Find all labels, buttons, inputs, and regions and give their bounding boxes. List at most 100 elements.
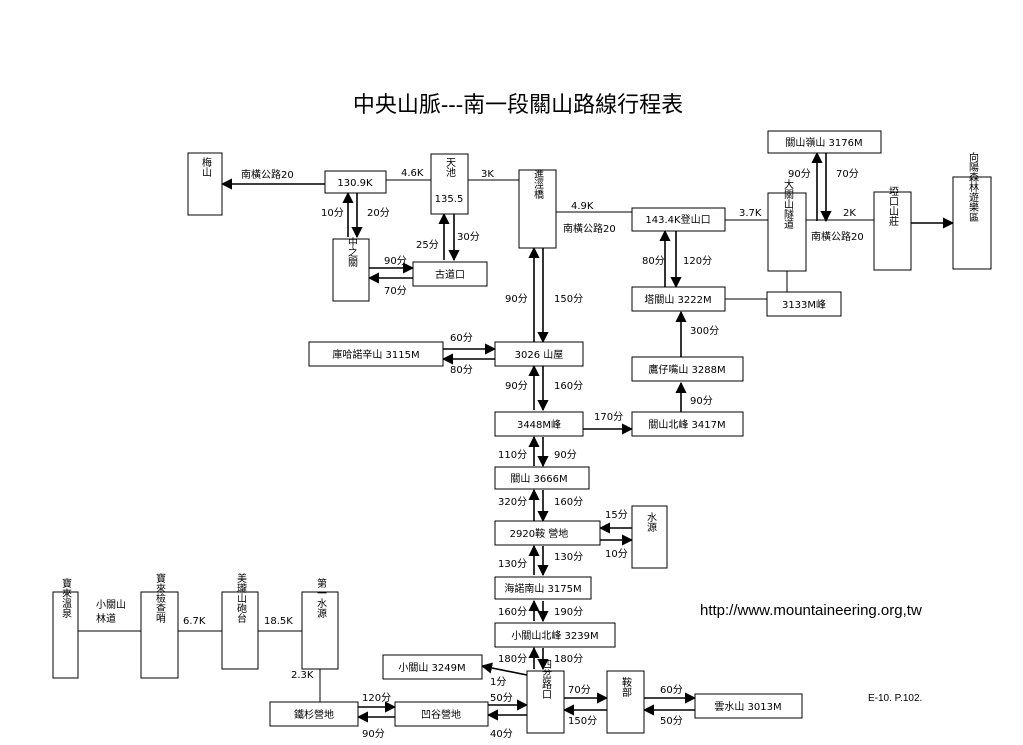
label-t90d: 90分 [690,395,713,407]
label-t15: 15分 [605,509,628,521]
connections [78,151,955,723]
node-taguanshan [631,286,726,312]
label-t40: 40分 [490,728,513,740]
label-t30: 30分 [457,231,480,243]
node-tieshan-camp [269,701,359,727]
node-guanshanling-label: 關山嶺山 3176M [785,137,862,149]
node-xiaoguan-north-label: 小關山北峰 3239M [511,630,598,642]
label-road-a: 南橫公路20 [241,168,294,181]
node-aogu-camp [394,701,489,727]
node-gudaokou [412,261,488,287]
node-taguanshan-label: 塔關山 3222M [644,293,711,306]
label-t80b: 80分 [450,364,473,376]
node-hut3026 [494,341,584,367]
label-t90f: 90分 [554,449,577,461]
label-t120b: 120分 [362,692,391,704]
node-yunshui-label: 雲水山 3013M [714,701,781,713]
node-baolai-spring-label: 寶來溫泉 [60,577,72,618]
label-t90e: 90分 [505,380,528,392]
label-t90a: 90分 [788,168,811,180]
node-sicha-label: 四岔路口 [540,659,552,699]
label-t60b: 60分 [660,684,683,696]
label-t190: 190分 [554,606,583,618]
node-meilong-fort-label: 美瓏山砲台 [235,572,247,624]
label-xiaoguan-trail-1: 小關山 [96,599,126,611]
node-aogu-camp-label: 凹谷營地 [421,708,461,721]
label-18-5k: 18.5K [264,616,293,627]
node-water1-label: 水源 [645,512,657,533]
node-zhongzhiguan [332,238,370,302]
label-t70a: 70分 [836,168,859,180]
label-t170: 170分 [594,411,623,423]
label-2-3k: 2.3K [291,670,314,681]
node-camp2920-label: 2920鞍 營地 [510,527,569,540]
label-t300: 300分 [690,325,719,337]
node-sicha [526,670,565,734]
node-jinjingqiao [518,169,557,249]
label-t80a: 80分 [642,255,665,267]
label-t50a: 50分 [490,692,513,704]
node-xiangyang-label: 向陽森林遊樂區 [967,151,979,222]
node-tieshan-camp-label: 鐵杉營地 [294,708,334,721]
label-t1: 1分 [490,676,506,688]
label-t180b: 180分 [554,653,583,665]
node-yingzizui-label: 鷹仔嘴山 3288M [648,363,725,376]
label-t60a: 60分 [450,332,473,344]
source-url: http://www.mountaineering.org,tw [700,602,922,619]
node-xiaoguanshan [382,654,483,680]
label-t160b: 160分 [554,496,583,508]
label-t90g: 90分 [362,728,385,740]
node-130k-label: 130.9K [337,178,373,189]
node-xiangyang [952,176,992,270]
node-peak3448 [494,411,584,437]
node-meilong-fort [221,591,259,670]
label-3-7k: 3.7K [739,208,762,219]
label-t10b: 10分 [605,548,628,560]
node-tunnel-label: 大關山隧道 [782,178,794,229]
node-yunshui [694,693,803,719]
node-xiaoguanshan-label: 小關山 3249M [398,662,465,674]
label-t50b: 50分 [660,715,683,727]
label-t150b: 150分 [568,715,597,727]
label-t20: 20分 [367,207,390,219]
node-tianchi-label: 天池 [444,157,456,177]
node-peak3448-label: 3448M峰 [517,419,561,431]
label-t150a: 150分 [554,293,583,305]
label-t110: 110分 [498,449,527,461]
page-title: 中央山脈---南一段關山路線行程表 [353,93,683,118]
label-6-7k: 6.7K [183,616,206,627]
arrow-to-xiaoguan [480,662,528,676]
label-t90c: 90分 [505,293,528,305]
label-2k: 2K [843,208,856,219]
node-meishan [187,152,223,216]
label-4-9k: 4.9K [571,201,594,212]
node-hainuonan [494,576,592,600]
node-dengshankou [631,207,726,232]
label-t160a: 160分 [554,380,583,392]
label-4-6k: 4.6K [401,168,424,179]
node-water2-label: 第一水源 [315,577,327,619]
label-t120a: 120分 [683,255,712,267]
node-zhongzhiguan-label: 中之關 [346,236,358,268]
node-kuhanuoxin [308,341,444,367]
node-yakou-label: 埡口山莊 [887,185,899,227]
node-yakou [873,191,912,271]
label-t130a: 130分 [554,551,583,563]
label-t160c: 160分 [498,606,527,618]
node-guanshan-north [631,411,744,437]
node-baolai-check [140,591,179,679]
label-t130b: 130分 [498,558,527,570]
node-guanshanling [767,130,882,154]
node-guanshan [494,466,590,490]
edge-labels: 南橫公路20 4.6K 3K 4.9K 南橫公路20 3.7K 2K 南橫公路2… [96,168,864,740]
node-anbu [606,670,645,734]
node-tianchi [430,153,469,215]
label-t70b: 70分 [384,285,407,297]
node-water2 [301,591,339,670]
node-yingzizui [631,356,744,382]
node-baolai-check-label: 寶來檢查哨 [154,572,166,623]
node-tianchi-alt: 135.5 [435,194,464,205]
node-baolai-spring [52,591,79,679]
label-t10: 10分 [321,207,344,219]
nodes: 梅山 130.9K 天池 135.5 中之關 古道口 進涇橋 143.4K登山口… [52,130,992,734]
